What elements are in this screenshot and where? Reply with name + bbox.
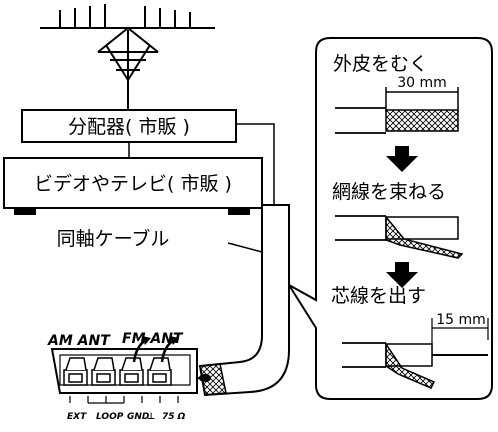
splitter-box: 分配器( 市販 ): [21, 109, 237, 143]
step2-cable-illustration: [335, 214, 464, 259]
antenna-terminal-panel: AM ANT FM ANT EXT LOOP GND ⊥ 75 Ω: [47, 331, 198, 422]
step3-label: 芯線を出す: [331, 285, 426, 307]
splitter-label: 分配器( 市販 ): [68, 116, 190, 138]
step1-cable-illustration: [335, 87, 459, 134]
down-arrow-icon: [386, 146, 418, 172]
cable-label: 同軸ケーブル: [57, 227, 170, 250]
am-ant-label: AM ANT: [47, 333, 111, 349]
video-tv-label: ビデオやテレビ( 市販 ): [34, 173, 232, 195]
step3-dimension: 15 mm: [436, 312, 486, 328]
step3-cable-illustration: [342, 318, 489, 389]
down-arrow-icon: [386, 262, 418, 288]
ohm-label: 75 Ω: [162, 412, 186, 422]
splitter-output-wire: [236, 123, 275, 205]
loop-label: LOOP: [96, 412, 124, 422]
ext-label: EXT: [67, 412, 87, 422]
step1-label: 外皮をむく: [333, 53, 428, 75]
video-tv-box: ビデオやテレビ( 市販 ): [3, 157, 263, 215]
step2-label: 網線を束ねる: [332, 181, 446, 203]
cable-label-leader: [227, 242, 263, 253]
step1-dimension: 30 mm: [397, 75, 447, 91]
antenna-icon: [40, 4, 215, 110]
svg-text:⊥: ⊥: [147, 412, 155, 422]
gnd-label: GND: [127, 412, 150, 422]
